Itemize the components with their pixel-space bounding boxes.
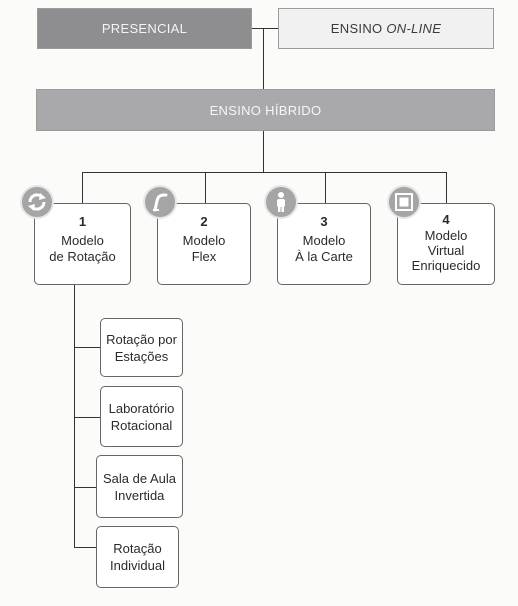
model-label: Modelo Virtual Enriquecido	[411, 228, 481, 273]
connector-models-horizontal	[82, 172, 447, 173]
connector-submodel-2	[74, 417, 100, 418]
submodel-label: Rotação Individual	[110, 541, 165, 573]
model-label: Modelo Flex	[182, 233, 226, 264]
connector-top-vertical	[263, 28, 264, 89]
connector-model-1	[82, 172, 83, 203]
ensino-online-label: ENSINO ON-LINE	[331, 21, 441, 36]
rotation-arrows-icon	[20, 185, 54, 219]
model-label: Modelo À la Carte	[295, 233, 353, 264]
model-number: 3	[320, 214, 328, 229]
ensino-online-emphasis: ON-LINE	[386, 21, 442, 36]
submodel-label: Sala de Aula Invertida	[102, 470, 176, 503]
presencial-label: PRESENCIAL	[101, 21, 188, 36]
ensino-online-prefix: ENSINO	[330, 21, 387, 36]
connector-model-3	[325, 172, 326, 203]
ensino-online-box: ENSINO ON-LINE	[278, 8, 494, 49]
virtual-window-icon	[387, 185, 421, 219]
presencial-box: PRESENCIAL	[37, 8, 252, 49]
model-box-4: 4 Modelo Virtual Enriquecido	[397, 203, 495, 285]
ensino-hibrido-box: ENSINO HÍBRIDO	[36, 89, 495, 131]
submodel-box-3: Sala de Aula Invertida	[96, 455, 183, 518]
model-box-1: 1 Modelo de Rotação	[34, 203, 131, 285]
model-number: 2	[200, 214, 208, 229]
model-number: 1	[78, 214, 87, 229]
submodel-label: Laboratório Rotacional	[108, 400, 175, 433]
connector-submodel-3	[74, 487, 100, 488]
connector-submodels-vertical	[74, 285, 75, 547]
model-box-2: 2 Modelo Flex	[157, 203, 251, 285]
connector-top-horizontal	[252, 28, 278, 29]
connector-submodel-1	[74, 347, 100, 348]
person-icon	[264, 185, 298, 219]
submodel-box-4: Rotação Individual	[96, 526, 179, 588]
connector-middle-vertical	[263, 131, 264, 173]
submodel-box-1: Rotação por Estações	[100, 318, 183, 377]
model-box-3: 3 Modelo À la Carte	[277, 203, 371, 285]
model-label: Modelo de Rotação	[49, 233, 116, 264]
submodel-label: Rotação por Estações	[106, 331, 177, 364]
connector-submodel-4	[74, 547, 100, 548]
flex-curve-icon	[143, 185, 177, 219]
connector-model-4	[446, 172, 447, 203]
model-number: 4	[442, 212, 450, 227]
ensino-hibrido-label: ENSINO HÍBRIDO	[209, 102, 322, 118]
submodel-box-2: Laboratório Rotacional	[100, 386, 183, 447]
connector-model-2	[205, 172, 206, 203]
